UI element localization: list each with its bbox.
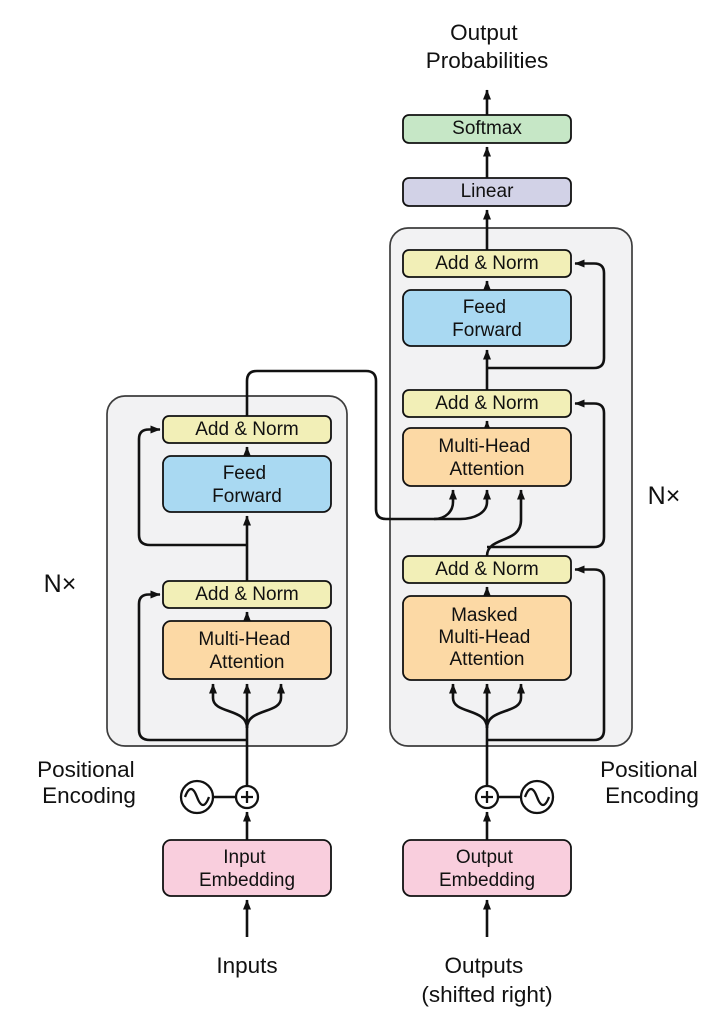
- dec-multi-head-attention-box: [402, 427, 572, 487]
- dec-add-norm-above-cross-attn-box: [402, 389, 572, 418]
- sine-curve-left: [183, 787, 211, 807]
- dec-add-norm-above-ff-label: Add & Norm: [435, 253, 538, 274]
- dec-add-norm-above-ff-box: [402, 249, 572, 278]
- encoder-stack-container: [106, 395, 348, 747]
- enc-add-norm-above-mha-box: [162, 580, 332, 609]
- masked-multi-head-attention-label: Masked Multi-Head Attention: [438, 605, 535, 670]
- enc-multi-head-attention-box: [162, 620, 332, 680]
- linear-box: [402, 177, 572, 207]
- encoder-output-fork: [433, 489, 457, 521]
- residual-skip-enc-ff: [137, 425, 247, 547]
- encoder-trident-right: [245, 683, 285, 729]
- dec-add-norm-above-cross-attn-label: Add & Norm: [435, 393, 538, 414]
- decoder-trident-left: [449, 683, 489, 729]
- decoder-repeat-label: N×: [648, 482, 681, 510]
- dec-add-norm-above-masked-label: Add & Norm: [435, 559, 538, 580]
- dec-feed-forward-label: Feed Forward: [452, 297, 522, 341]
- linear-label: Linear: [461, 181, 514, 202]
- residual-skip-dec-ff: [487, 259, 606, 370]
- masked-multi-head-attention-box: [402, 595, 572, 681]
- dec-multi-head-attention-label: Multi-Head Attention: [438, 436, 535, 480]
- enc-add-norm-above-ff-box: [162, 415, 332, 444]
- encoder-trident-left: [209, 683, 249, 729]
- enc-multi-head-attention-label: Multi-Head Attention: [198, 629, 295, 673]
- positional-encoding-left-label: Positional Encoding: [37, 757, 141, 808]
- residual-skip-enc-mha: [137, 590, 247, 742]
- encoder-repeat-label: N×: [44, 570, 77, 598]
- dec-feed-forward-box: [402, 289, 572, 347]
- input-embedding-label: Input Embedding: [199, 847, 295, 891]
- enc-feed-forward-label: Feed Forward: [212, 463, 282, 507]
- encoder-output-to-cross-attention: [245, 369, 491, 521]
- positional-encoding-right-label: Positional Encoding: [600, 757, 704, 808]
- sine-curve-right: [523, 787, 551, 807]
- residual-skip-masked-mha: [487, 565, 606, 742]
- enc-add-norm-above-ff-label: Add & Norm: [195, 419, 298, 440]
- softmax-label: Softmax: [452, 118, 522, 139]
- enc-feed-forward-box: [162, 455, 332, 513]
- decoder-trident-right: [485, 683, 525, 729]
- residual-skip-cross-attention: [487, 399, 606, 549]
- output-embedding-label: Output Embedding: [439, 847, 535, 891]
- output-embedding-box: [402, 839, 572, 897]
- input-embedding-box: [162, 839, 332, 897]
- inputs-label: Inputs: [216, 953, 277, 978]
- dec-add-norm-above-masked-box: [402, 555, 572, 584]
- query-path-to-cross-attention: [485, 489, 525, 557]
- softmax-box: [402, 114, 572, 144]
- enc-add-norm-above-mha-label: Add & Norm: [195, 584, 298, 605]
- output-probabilities-label: Output Probabilities: [426, 20, 549, 73]
- plus-icon: [481, 791, 493, 803]
- outputs-label: Outputs (shifted right): [421, 953, 552, 1007]
- plus-icon: [241, 791, 253, 803]
